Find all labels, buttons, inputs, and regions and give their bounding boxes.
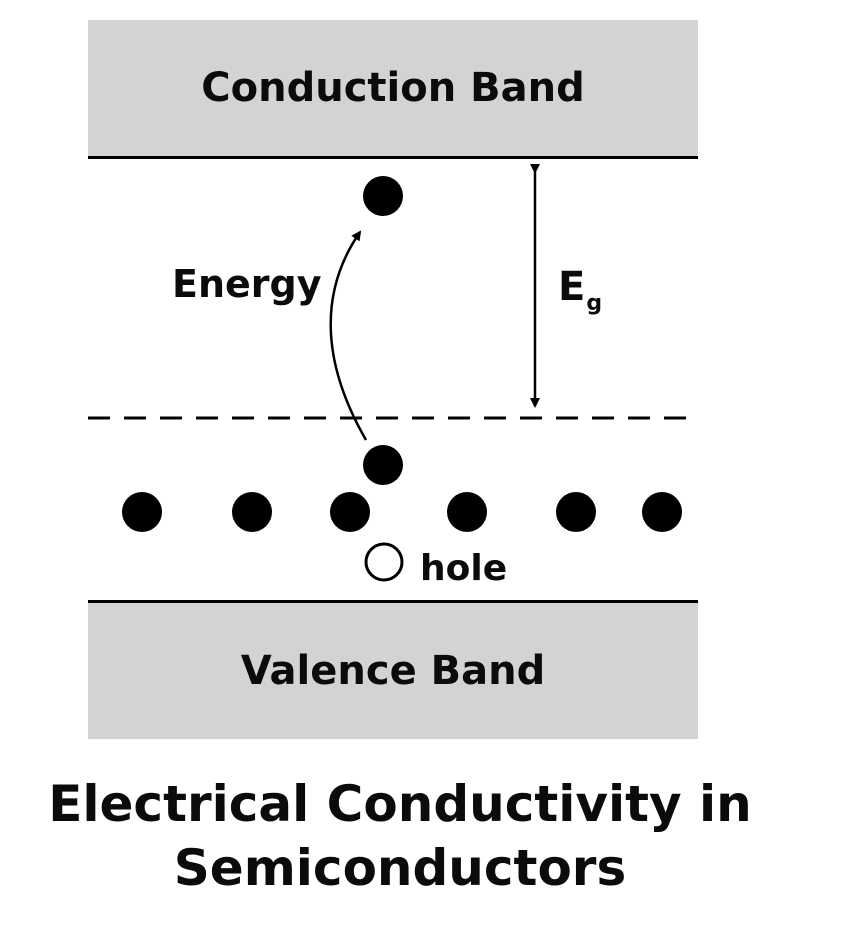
diagram-title-line-1: Electrical Conductivity in bbox=[48, 775, 752, 833]
band-gap-subscript: g bbox=[586, 291, 603, 316]
valence-band-label: Valence Band bbox=[240, 648, 546, 694]
valence-electron bbox=[232, 492, 272, 532]
band-gap-label: Eg bbox=[558, 264, 602, 316]
excitation-arrow bbox=[329, 230, 368, 441]
valence-band: Valence Band bbox=[88, 600, 698, 739]
excited-electron-origin bbox=[363, 445, 403, 485]
diagram-overlay bbox=[88, 164, 690, 582]
valence-electron bbox=[447, 492, 487, 532]
hole-marker bbox=[364, 542, 404, 582]
diagram-title: Electrical Conductivity in Semiconductor… bbox=[0, 772, 800, 900]
diagram-title-line-2: Semiconductors bbox=[173, 839, 627, 897]
conduction-band: Conduction Band bbox=[88, 20, 698, 159]
excited-electron bbox=[363, 176, 403, 216]
valence-electron bbox=[330, 492, 370, 532]
valence-electron bbox=[556, 492, 596, 532]
valence-electron bbox=[122, 492, 162, 532]
valence-electron bbox=[642, 492, 682, 532]
hole-label: hole bbox=[420, 548, 508, 589]
band-gap-symbol: E bbox=[558, 264, 586, 310]
conduction-band-label: Conduction Band bbox=[201, 65, 585, 111]
energy-label: Energy bbox=[172, 262, 322, 306]
